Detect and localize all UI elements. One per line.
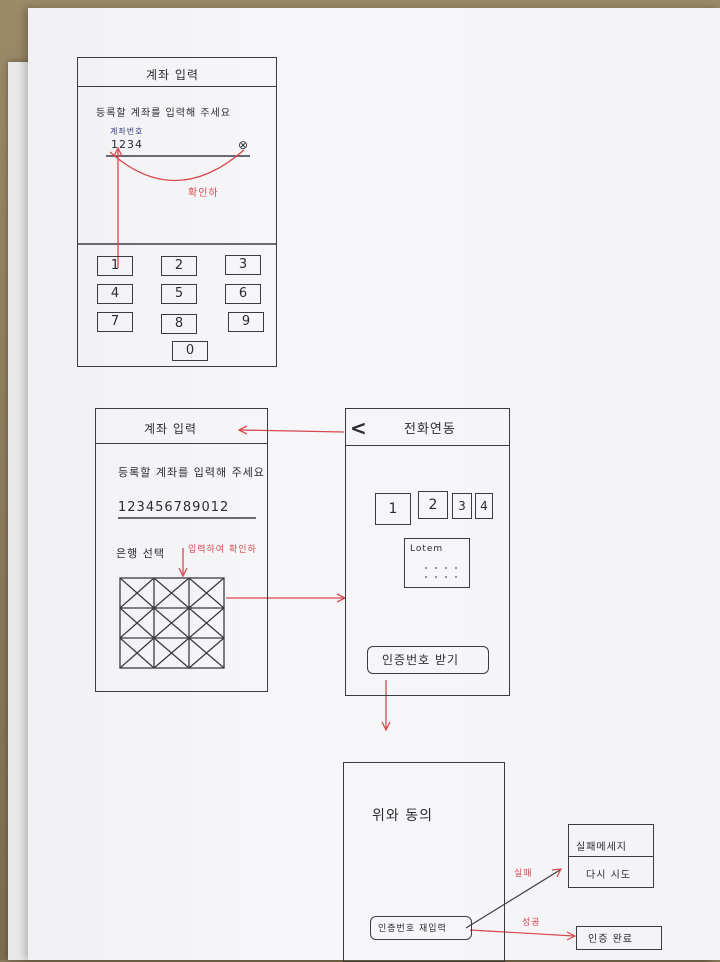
get-code-button[interactable]: [367, 646, 489, 674]
s2-bank-label: 은행 선택: [116, 547, 165, 560]
s1-red-note: 확인하: [188, 188, 219, 199]
sketch-screen-3: [345, 408, 510, 696]
clear-icon[interactable]: ⊗: [238, 138, 250, 152]
paper-sheet: [28, 8, 720, 960]
s4-retry-button[interactable]: 다시 시도: [586, 870, 631, 881]
digit-box-4[interactable]: 4: [475, 493, 493, 519]
key-4[interactable]: 4: [97, 284, 133, 304]
sketch-screen-1: [77, 57, 277, 367]
s1-field-value: 1234: [111, 138, 143, 151]
digit-box-1[interactable]: 1: [375, 493, 411, 525]
back-icon[interactable]: <: [350, 416, 368, 440]
s4-fail-message: 실패메세지: [576, 842, 627, 853]
s1-red-curve: [109, 149, 245, 182]
s4-success-line: [469, 929, 575, 937]
s1-title: 계좌 입력: [146, 68, 199, 82]
s1-title-bar: [78, 58, 276, 87]
s1-field-label: 계좌번호: [110, 127, 144, 136]
s2-bank-grid: [119, 577, 225, 669]
s2-red-note: 입력하여 확인하: [188, 545, 257, 555]
s4-success-box: [576, 926, 662, 950]
key-7[interactable]: 7: [97, 312, 133, 332]
s2-title-bar: [96, 409, 267, 444]
s2-prompt: 등록할 계좌를 입력해 주세요: [118, 466, 265, 479]
s3-lotem-box: [404, 538, 470, 588]
s2-title: 계좌 입력: [144, 422, 197, 436]
s4-success-text: 인증 완료: [588, 934, 633, 945]
s4-code-input-label: 인증번호 재입력: [378, 924, 447, 934]
key-2[interactable]: 2: [161, 256, 197, 276]
digit-box-3[interactable]: 3: [452, 493, 472, 519]
key-3[interactable]: 3: [225, 255, 261, 275]
key-9[interactable]: 9: [228, 312, 264, 332]
arrow-to-s2: [239, 429, 345, 433]
s4-fail-label: 실패: [514, 869, 533, 879]
s1-prompt: 등록할 계좌를 입력해 주세요: [96, 108, 231, 119]
s3-lotem-label: Lotem: [410, 544, 444, 554]
s4-fail-line: [465, 869, 561, 929]
get-code-button-label: 인증번호 받기: [382, 653, 460, 667]
s3-title: 전화연동: [404, 422, 456, 437]
key-8[interactable]: 8: [161, 314, 197, 334]
s4-fail-box: [568, 824, 654, 888]
s2-account-number[interactable]: 123456789012: [118, 500, 230, 515]
sketch-screen-2: [95, 408, 268, 692]
s4-agree-text: 위와 동의: [372, 808, 433, 824]
key-5[interactable]: 5: [161, 284, 197, 304]
s3-title-bar: [346, 409, 509, 446]
digit-box-2[interactable]: 2: [418, 491, 448, 519]
s4-code-input[interactable]: [370, 916, 472, 940]
s4-success-label: 성공: [522, 918, 541, 928]
key-1[interactable]: 1: [97, 256, 133, 276]
key-6[interactable]: 6: [225, 284, 261, 304]
key-0[interactable]: 0: [172, 341, 208, 361]
s3-lotem-dots: [425, 567, 457, 578]
